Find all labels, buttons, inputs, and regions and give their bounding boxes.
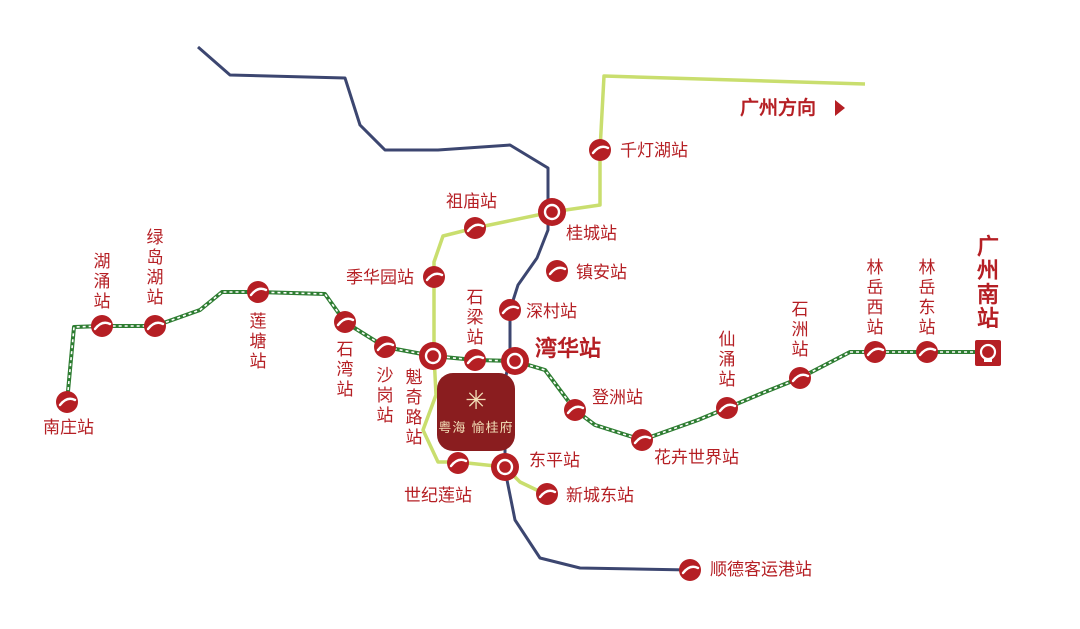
station-label-shizhou: 石洲站 [791,300,809,360]
station-label-shijilian: 世纪莲站 [404,486,472,506]
direction-label: 广州方向 [740,97,817,119]
station-label-shundekeyun: 顺德客运港站 [710,560,812,580]
station-marker-shijilian[interactable] [447,452,469,474]
interchange-kuiqilu[interactable] [419,342,447,370]
station-marker-linyuedong[interactable] [916,341,938,363]
station-marker-shiwan[interactable] [334,311,356,333]
station-label-shagang: 沙岗站 [376,366,394,426]
station-label-guangzhounan: 广州南站 [976,235,999,332]
direction-arrow-icon [835,100,845,116]
station-marker-shiliang[interactable] [464,349,486,371]
station-label-shiliang: 石梁站 [466,288,484,348]
station-marker-shundekeyun[interactable] [679,559,701,581]
station-label-xianyong: 仙涌站 [718,330,736,390]
station-label-dengzhou: 登洲站 [592,388,643,408]
station-marker-liantang[interactable] [247,281,269,303]
station-label-xinchengdong: 新城东站 [566,486,634,506]
station-label-qiandenghu: 千灯湖站 [620,141,688,161]
project-name: 愉桂府 [471,421,514,436]
station-marker-zumiao[interactable] [464,217,486,239]
station-marker-zhenan[interactable] [546,260,568,282]
railway-station-icon[interactable] [975,340,1001,366]
station-markers [56,139,938,581]
station-marker-qiandenghu[interactable] [589,139,611,161]
starburst-logo-icon: ✳ [465,386,487,416]
station-label-wanhua: 湾华站 [535,337,602,362]
station-label-nanzhuang: 南庄站 [43,418,94,438]
station-label-shiwan: 石湾站 [336,340,354,400]
station-label-kuiqilu: 魁奇路站 [405,368,423,448]
navy-metro-line [197,45,691,572]
station-label-linyuexi: 林岳西站 [866,258,884,338]
station-label-zumiao: 祖庙站 [446,192,497,212]
station-label-jihuayuan: 季华园站 [346,268,414,288]
station-label-dongping: 东平站 [529,451,580,471]
station-label-guicheng: 桂城站 [566,224,617,244]
project-name-prefix: 粤海 [438,421,467,436]
station-marker-xianyong[interactable] [716,397,738,419]
station-label-shencun: 深村站 [526,302,577,322]
station-marker-linyuexi[interactable] [864,341,886,363]
station-label-huchong: 湖涌站 [93,252,111,312]
interchange-markers [419,198,566,481]
station-marker-shizhou[interactable] [789,367,811,389]
station-marker-dengzhou[interactable] [564,399,586,421]
station-label-lvdaohu: 绿岛湖站 [146,228,164,308]
station-label-linyuedong: 林岳东站 [918,258,936,338]
station-marker-huchong[interactable] [91,315,113,337]
interchange-wanhua[interactable] [501,347,529,375]
interchange-dongping[interactable] [491,453,519,481]
station-marker-shagang[interactable] [374,336,396,358]
station-swoosh-marks [58,145,937,575]
project-logo-block[interactable]: ✳ 粤海 愉桂府 [437,373,515,451]
station-marker-shencun[interactable] [499,299,521,321]
station-label-liantang: 莲塘站 [249,312,267,372]
station-marker-nanzhuang[interactable] [56,391,78,413]
interchange-guicheng[interactable] [538,198,566,226]
station-marker-xinchengdong[interactable] [536,483,558,505]
station-marker-lvdaohu[interactable] [144,315,166,337]
station-marker-huahuishijie[interactable] [631,429,653,451]
station-marker-jihuayuan[interactable] [423,266,445,288]
station-label-zhenan: 镇安站 [576,263,627,283]
station-label-huahuishijie: 花卉世界站 [654,448,739,468]
